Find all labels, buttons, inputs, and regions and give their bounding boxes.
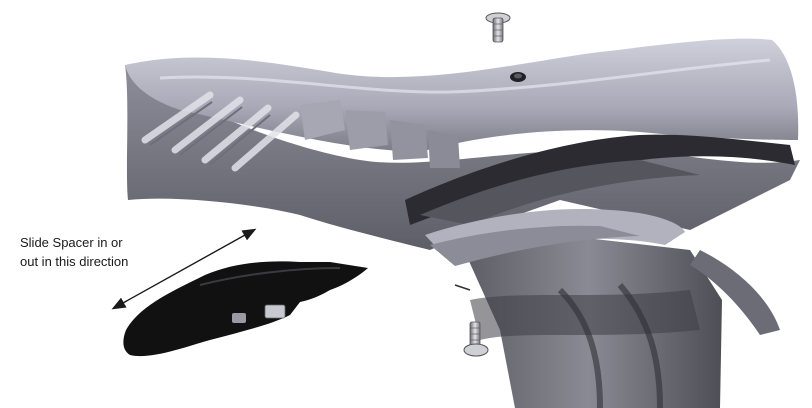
top-bolt: [486, 13, 510, 42]
saddle-assembly: [125, 39, 800, 266]
spacer-part: [123, 261, 368, 356]
seat-post: [455, 230, 780, 408]
